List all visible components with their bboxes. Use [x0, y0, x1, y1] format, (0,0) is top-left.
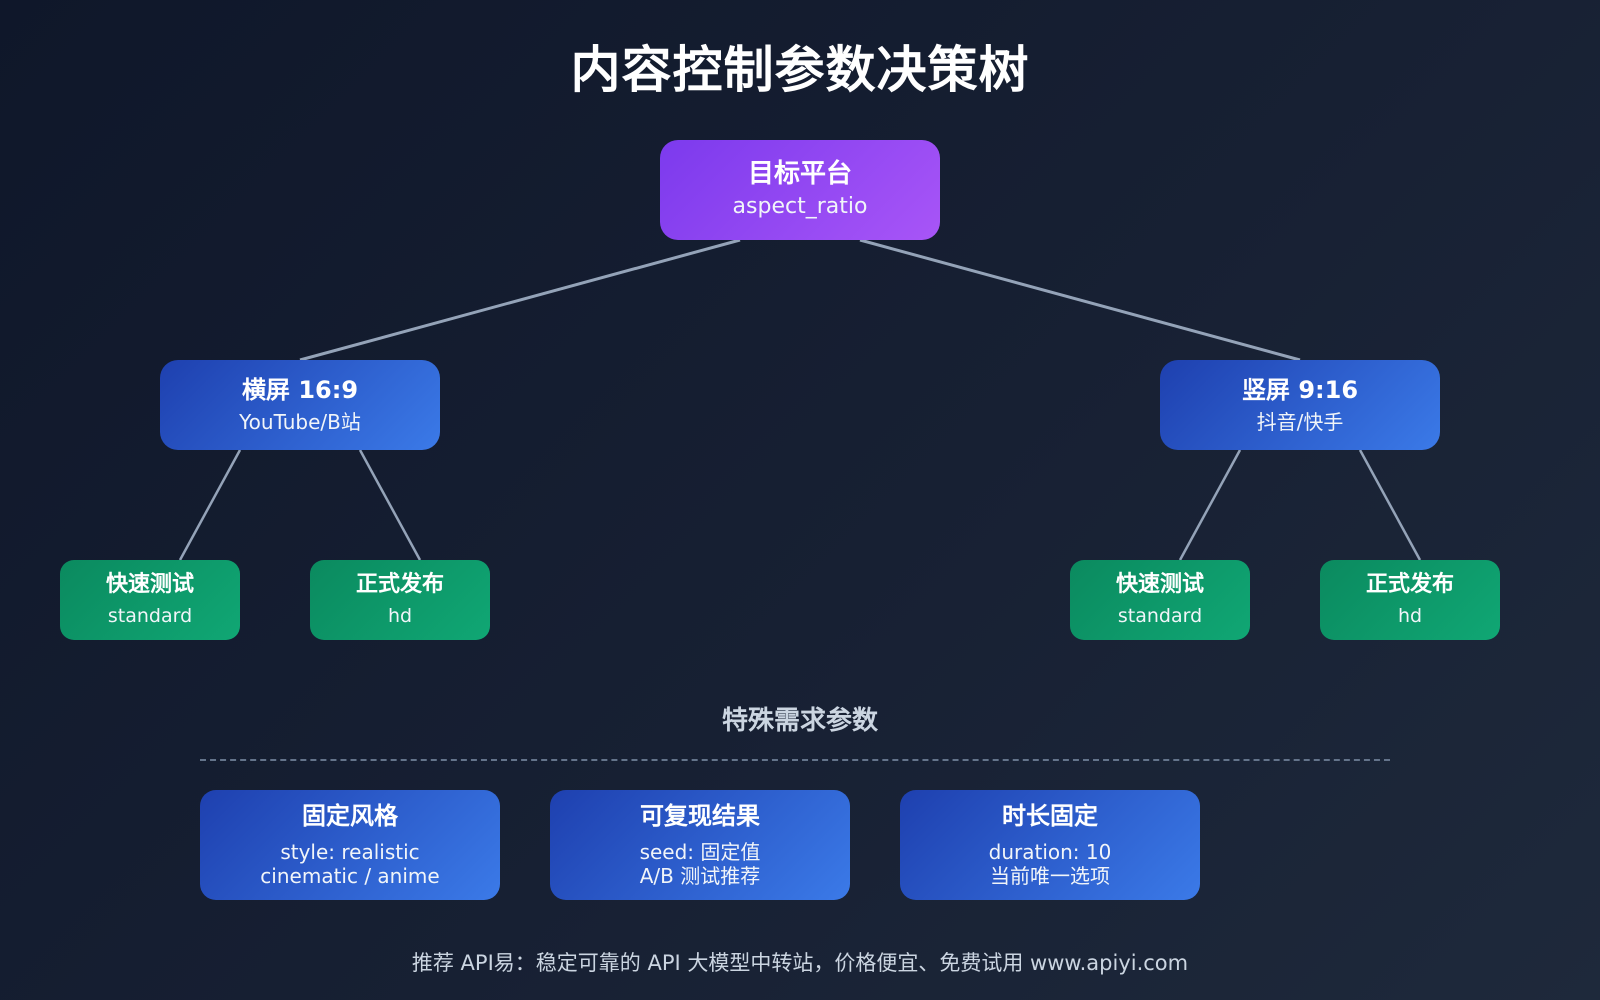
card-line-1: duration: 10: [988, 840, 1112, 865]
node-title: 正式发布: [355, 572, 444, 598]
connector-portrait-to-quick: [1178, 449, 1242, 561]
leaf-node-landscape-release: 正式发布 hd: [310, 560, 490, 640]
node-param: hd: [1397, 604, 1423, 627]
connector-root-to-portrait: [859, 238, 1301, 362]
leaf-node-portrait-quick-test: 快速测试 standard: [1070, 560, 1250, 640]
node-param: standard: [107, 604, 193, 627]
node-title: 横屏 16:9: [241, 375, 359, 404]
card-title: 可复现结果: [640, 801, 760, 830]
branch-node-portrait: 竖屏 9:16 抖音/快手: [1160, 360, 1440, 450]
branch-node-landscape: 横屏 16:9 YouTube/B站: [160, 360, 440, 450]
node-title: 目标平台: [747, 159, 852, 190]
special-card-fixed-duration: 时长固定 duration: 10 当前唯一选项: [900, 790, 1200, 900]
dashed-divider: [200, 759, 1390, 761]
card-line-1: style: realistic: [280, 840, 420, 865]
node-title: 快速测试: [1115, 572, 1204, 598]
footer-recommendation: 推荐 API易：稳定可靠的 API 大模型中转站，价格便宜、免费试用 www.a…: [411, 951, 1189, 975]
special-card-reproducible: 可复现结果 seed: 固定值 A/B 测试推荐: [550, 790, 850, 900]
card-line-2: cinematic / anime: [260, 864, 440, 889]
connector-landscape-to-quick: [178, 449, 242, 561]
node-title: 竖屏 9:16: [1241, 375, 1359, 404]
node-subtitle: 抖音/快手: [1256, 410, 1344, 435]
leaf-node-portrait-release: 正式发布 hd: [1320, 560, 1500, 640]
connector-landscape-to-release: [358, 449, 422, 561]
card-line-2: 当前唯一选项: [990, 864, 1110, 889]
card-line-2: A/B 测试推荐: [639, 864, 761, 889]
card-title: 固定风格: [302, 801, 398, 830]
node-param: hd: [387, 604, 413, 627]
connector-portrait-to-release: [1358, 449, 1422, 561]
node-subtitle: YouTube/B站: [239, 410, 361, 435]
node-param: aspect_ratio: [732, 194, 868, 220]
node-param: standard: [1117, 604, 1203, 627]
root-node-target-platform: 目标平台 aspect_ratio: [660, 140, 940, 240]
card-line-1: seed: 固定值: [639, 840, 761, 865]
node-title: 快速测试: [105, 572, 194, 598]
leaf-node-landscape-quick-test: 快速测试 standard: [60, 560, 240, 640]
node-title: 正式发布: [1365, 572, 1454, 598]
page-title: 内容控制参数决策树: [570, 41, 1030, 99]
connector-root-to-landscape: [299, 238, 741, 362]
special-card-fixed-style: 固定风格 style: realistic cinematic / anime: [200, 790, 500, 900]
special-section-heading: 特殊需求参数: [721, 706, 878, 736]
card-title: 时长固定: [1002, 801, 1098, 830]
